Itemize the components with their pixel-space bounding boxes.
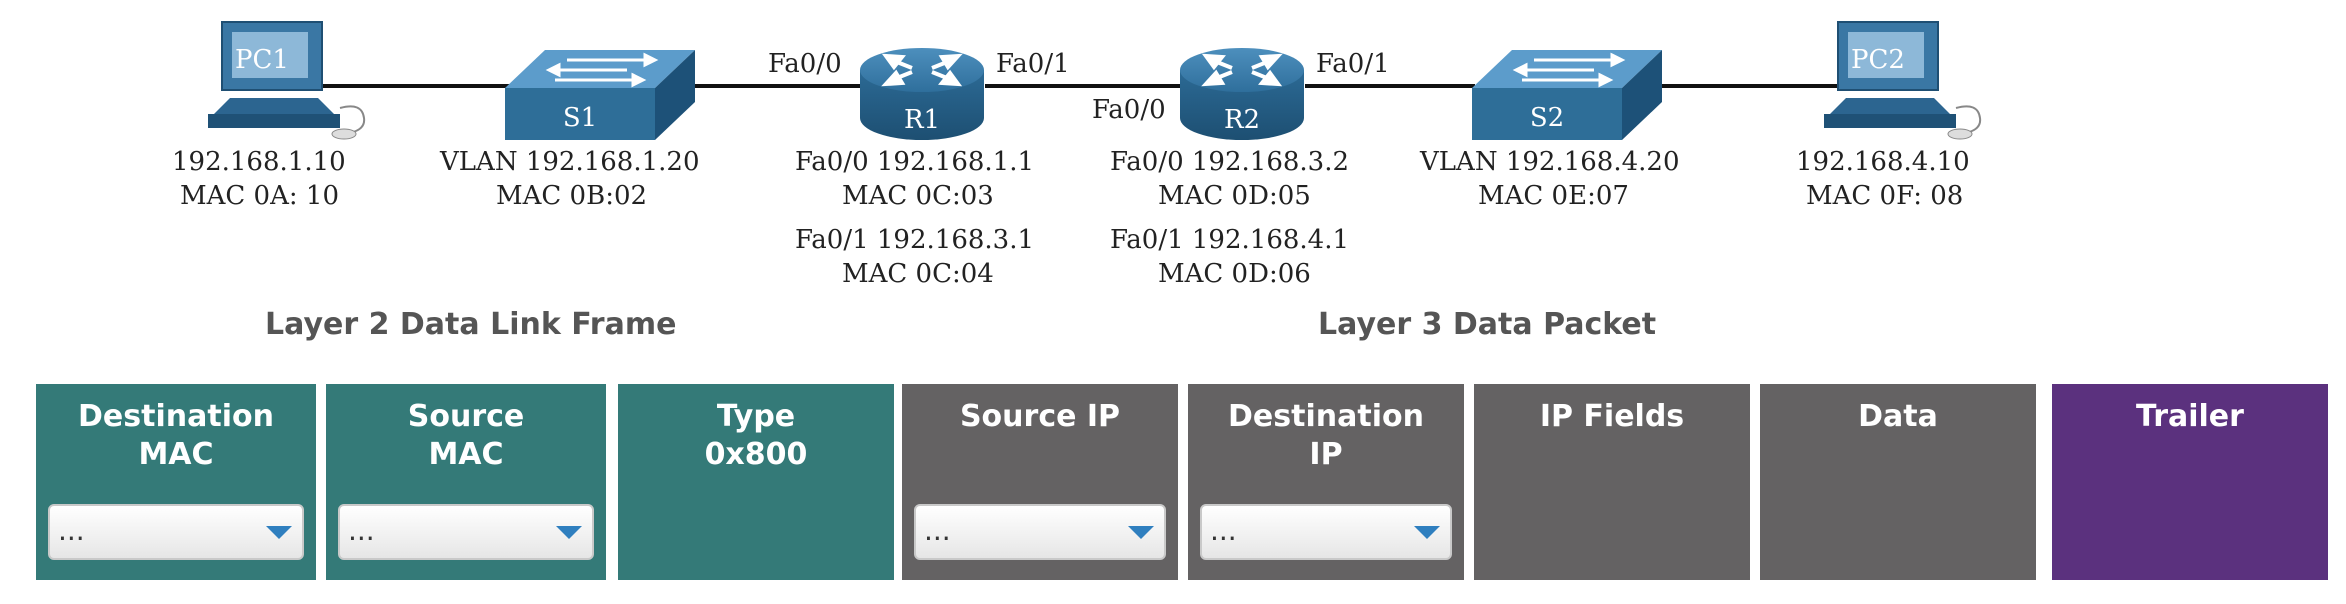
port-label-r2-fa0-1: Fa0/1 (1316, 49, 1390, 79)
field-trailer: Trailer (2052, 384, 2328, 580)
field-title-trailer: Trailer (2136, 399, 2244, 434)
r2-icon[interactable]: R2 (1180, 48, 1304, 140)
r1-fa0-1-mac: MAC 0C:04 (842, 259, 994, 289)
device-name-r2: R2 (1224, 105, 1260, 135)
field-source-ip: Source IP ... (902, 384, 1178, 580)
r1-icon[interactable]: R1 (860, 48, 984, 140)
s2-vlan-ip: VLAN 192.168.4.20 (1420, 147, 1680, 177)
field-title-data: Data (1858, 399, 1938, 434)
pc2-mac: MAC 0F: 08 (1806, 181, 1964, 211)
chevron-down-icon (266, 526, 292, 539)
pc2-icon[interactable]: PC2 (1824, 21, 1982, 140)
dropdown-value: ... (58, 514, 85, 547)
device-name-s2: S2 (1530, 103, 1564, 133)
field-ip-fields: IP Fields (1474, 384, 1750, 580)
field-title-source-ip: Source IP (959, 399, 1121, 434)
r2-fa0-0-ip: Fa0/0 192.168.3.2 (1110, 147, 1350, 177)
port-label-r2-fa0-0: Fa0/0 (1092, 95, 1166, 125)
field-title-ip-fields: IP Fields (1539, 399, 1685, 434)
dropdown-value: ... (348, 514, 375, 547)
field-data: Data (1760, 384, 2036, 580)
chevron-down-icon (1128, 526, 1154, 539)
source-mac-dropdown[interactable]: ... (338, 504, 594, 560)
r1-fa0-0-ip: Fa0/0 192.168.1.1 (795, 147, 1035, 177)
pc1-ip: 192.168.1.10 (172, 147, 346, 177)
source-ip-dropdown[interactable]: ... (914, 504, 1166, 560)
s1-vlan-ip: VLAN 192.168.1.20 (440, 147, 700, 177)
port-label-r1-fa0-1: Fa0/1 (996, 49, 1070, 79)
r2-fa0-1-ip: Fa0/1 192.168.4.1 (1110, 225, 1350, 255)
s1-icon[interactable]: S1 (505, 50, 695, 140)
device-name-s1: S1 (563, 103, 597, 133)
r1-fa0-1-ip: Fa0/1 192.168.3.1 (795, 225, 1035, 255)
device-name-pc1: PC1 (235, 45, 289, 75)
s2-mac: MAC 0E:07 (1478, 181, 1629, 211)
s1-mac: MAC 0B:02 (496, 181, 648, 211)
device-name-r1: R1 (904, 105, 940, 135)
r1-fa0-0-mac: MAC 0C:03 (842, 181, 994, 211)
pc1-mac: MAC 0A: 10 (180, 181, 339, 211)
layer3-packet-label: Layer 3 Data Packet (1318, 307, 1657, 342)
destination-mac-dropdown[interactable]: ... (48, 504, 304, 560)
device-name-pc2: PC2 (1851, 45, 1905, 75)
dropdown-value: ... (1210, 514, 1237, 547)
r2-fa0-0-mac: MAC 0D:05 (1158, 181, 1311, 211)
pc2-ip: 192.168.4.10 (1796, 147, 1970, 177)
destination-ip-dropdown[interactable]: ... (1200, 504, 1452, 560)
pc1-icon[interactable]: PC1 (208, 21, 366, 140)
chevron-down-icon (556, 526, 582, 539)
port-label-r1-fa0-0: Fa0/0 (768, 49, 842, 79)
layer2-frame-label: Layer 2 Data Link Frame (265, 307, 677, 342)
network-topology: PC1 S1 R1 R2 (208, 21, 1982, 140)
chevron-down-icon (1414, 526, 1440, 539)
dropdown-value: ... (924, 514, 951, 547)
r2-fa0-1-mac: MAC 0D:06 (1158, 259, 1311, 289)
s2-icon[interactable]: S2 (1472, 50, 1662, 140)
